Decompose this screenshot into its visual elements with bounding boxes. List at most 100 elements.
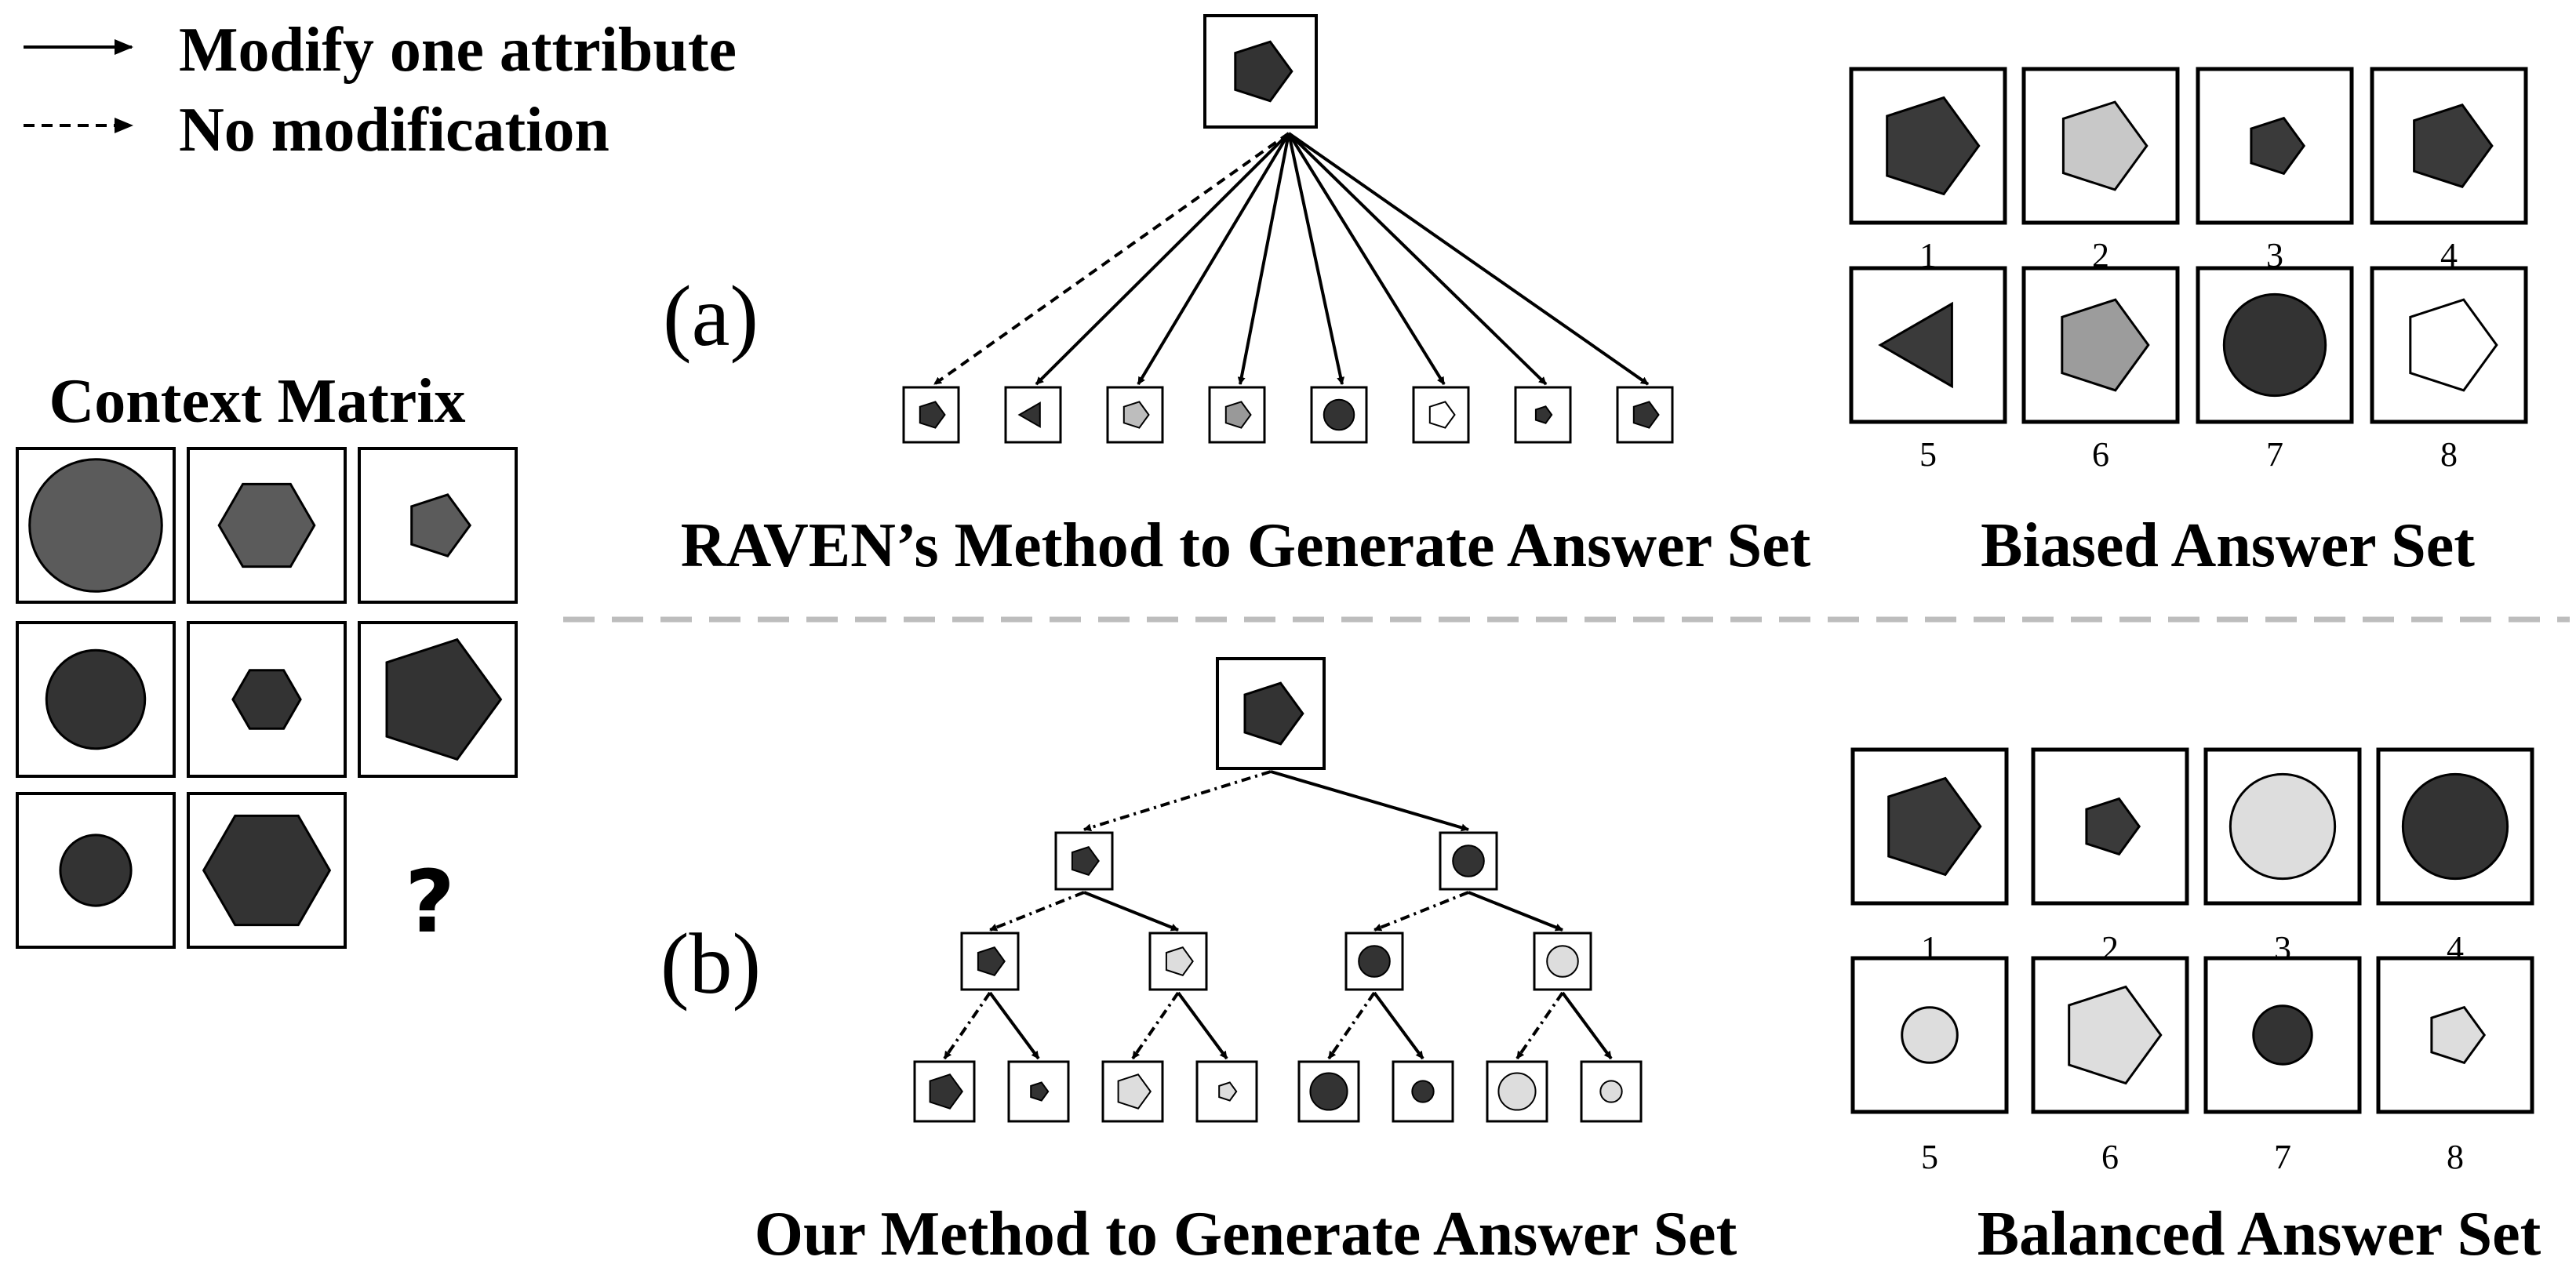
panel-b-level2-node (1533, 932, 1592, 991)
answer-number: 5 (1919, 435, 1937, 474)
circle-shape (2252, 1004, 2313, 1066)
pentagon-shape (1534, 405, 1553, 424)
pentagon-shape (1886, 96, 1981, 196)
circle-shape (1452, 844, 1485, 877)
panel-b-level1-node (1054, 831, 1114, 891)
circle-shape (1411, 1080, 1435, 1103)
pentagon-shape (2250, 116, 2306, 176)
panel-a-label: (a) (663, 268, 759, 364)
context-cell (16, 621, 176, 778)
pentagon-shape (1117, 1073, 1152, 1110)
pentagon-shape (1428, 401, 1456, 429)
cell-frame (1004, 386, 1062, 444)
pentagon-shape (1234, 40, 1293, 103)
circle-shape (2229, 772, 2337, 881)
panel-b-level2-node (960, 932, 1020, 991)
pentagon-shape (1887, 776, 1982, 877)
panel-b-level3-node (1007, 1060, 1070, 1123)
pentagon-shape (2409, 298, 2498, 392)
answer-number: 4 (2440, 236, 2458, 274)
panel-b-level2-node (1344, 932, 1404, 991)
pentagon-shape (385, 637, 503, 761)
circle-shape (2222, 292, 2327, 398)
context-cell (187, 621, 347, 778)
panel-b-arrow (943, 991, 991, 1060)
panel-a-arrows (933, 132, 1650, 386)
answer-number: 3 (2266, 236, 2283, 274)
panel-b-level3-node (1486, 1060, 1548, 1123)
panel-a-child-node (1208, 386, 1266, 444)
context-matrix: Context Matrix ? (16, 367, 518, 952)
biased-answer-cell (1849, 266, 2007, 424)
panel-b-arrow (1374, 891, 1469, 932)
context-cell (187, 447, 347, 604)
panel-a-arrow (1287, 133, 1345, 385)
panel-a-child-node (1310, 386, 1368, 444)
panel-a-child-node (902, 386, 960, 444)
cell-frame (2031, 747, 2189, 906)
hexagon-shape (217, 482, 316, 568)
circle-shape (28, 458, 163, 593)
circle-shape (1323, 398, 1355, 431)
answer-number: 5 (1921, 1138, 1938, 1176)
context-cell (358, 621, 518, 778)
panel-b-level3-node (1297, 1060, 1360, 1123)
answer-number: 7 (2266, 435, 2283, 474)
panel-b-level3-node (1580, 1060, 1643, 1123)
panel-a-child-node (1514, 386, 1572, 444)
missing-answer-question-mark: ? (405, 852, 455, 952)
context-cell (187, 792, 347, 949)
circle-shape (2401, 772, 2509, 881)
panel-a-arrow (1237, 133, 1290, 385)
pentagon-shape (977, 946, 1006, 976)
pentagon-shape (1122, 401, 1150, 429)
panel-b-arrow (1131, 991, 1180, 1060)
panel-b-arrow (1083, 891, 1179, 932)
panel-b-level3-node (1392, 1060, 1454, 1123)
panel-a: (a) RAVEN’s Method to Generate Answer Se… (663, 14, 1811, 580)
context-cell (16, 792, 176, 949)
pentagon-shape (2061, 298, 2150, 392)
pentagon-shape (919, 401, 946, 429)
panel-b-level3-node (1195, 1060, 1258, 1123)
cell-frame (902, 386, 960, 444)
biased-answer-cell (2196, 67, 2354, 225)
balanced-answer-cell (1850, 956, 2009, 1114)
circle-shape (1901, 1006, 1959, 1064)
panel-b-arrow (1083, 770, 1272, 832)
biased-answer-cell (2021, 266, 2180, 424)
circle-shape (1546, 945, 1579, 978)
biased-answer-set-title: Biased Answer Set (1981, 511, 2475, 580)
biased-answer-cell (1849, 67, 2007, 225)
pentagon-shape (2061, 100, 2148, 191)
panel-b-arrow (1561, 991, 1613, 1060)
pentagon-shape (1218, 1081, 1238, 1102)
answer-number: 2 (2092, 236, 2109, 274)
panel-b-level3-node (913, 1060, 976, 1123)
pentagon-shape (1071, 846, 1100, 876)
panel-b-level3-node (1101, 1060, 1164, 1123)
circle-shape (1309, 1072, 1348, 1111)
answer-number: 6 (2101, 1138, 2119, 1176)
panel-b-arrow (1327, 991, 1376, 1060)
answer-number: 1 (1919, 236, 1937, 274)
panel-a-tree (902, 14, 1674, 444)
panel-b-arrow (1270, 770, 1469, 832)
balanced-answer-cell (2376, 956, 2534, 1114)
panel-a-arrow (1035, 132, 1290, 386)
balanced-answer-set-title: Balanced Answer Set (1977, 1200, 2541, 1264)
circle-shape (1358, 945, 1391, 978)
panel-b-tree (913, 657, 1643, 1123)
circle-shape (45, 648, 147, 750)
panel-a-arrow (1137, 132, 1290, 386)
pentagon-shape (2085, 797, 2141, 856)
answer-number: 7 (2274, 1138, 2291, 1176)
panel-b-arrow (1373, 991, 1424, 1060)
panel-b-arrow (1515, 991, 1564, 1060)
context-matrix-cells (16, 447, 518, 949)
pentagon-shape (1165, 946, 1194, 976)
answer-number: 8 (2440, 435, 2458, 474)
